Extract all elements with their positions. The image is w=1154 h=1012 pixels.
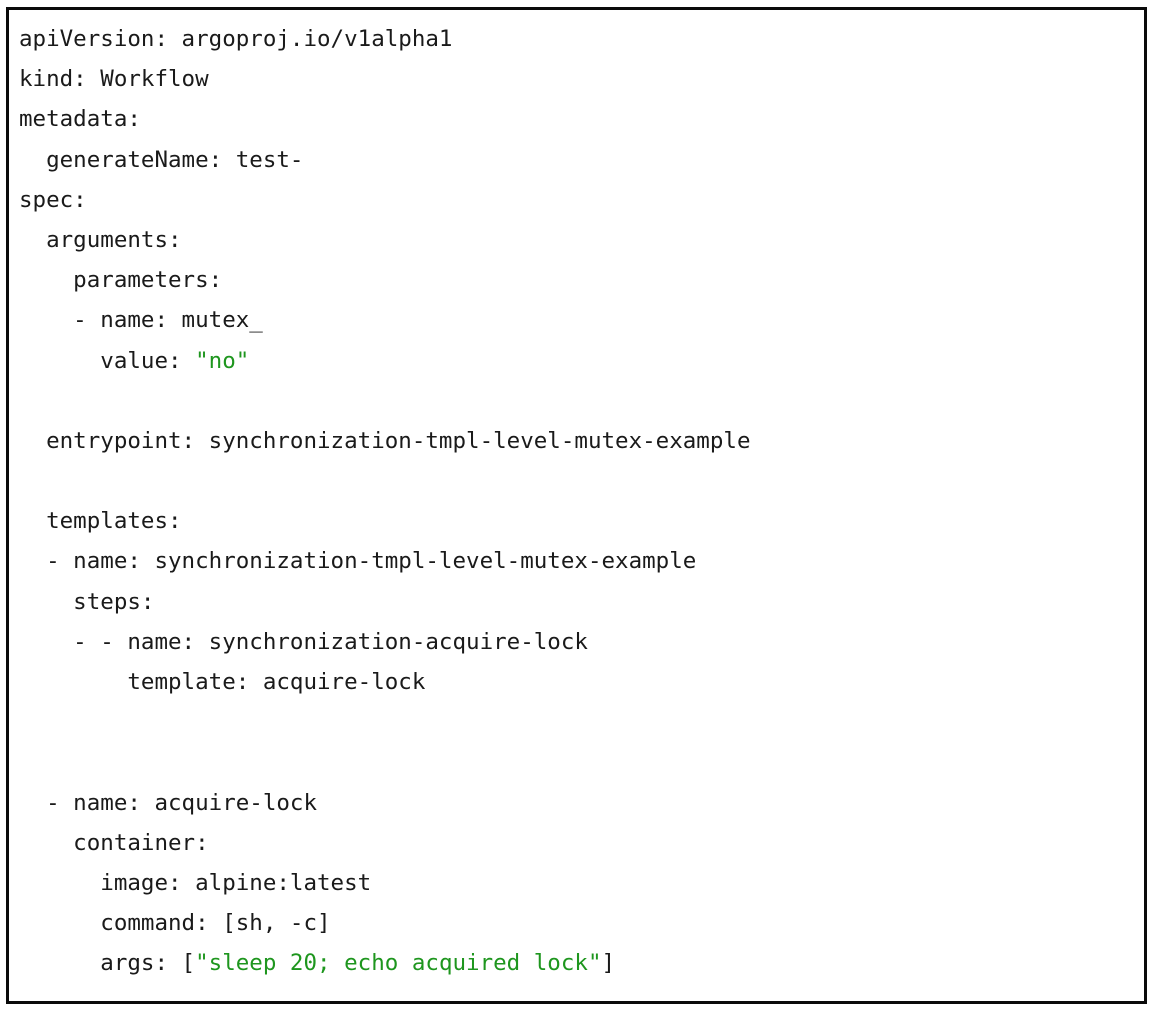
code-line: - name: mutex_ [19,300,1132,340]
yaml-text-token: kind: Workflow [19,66,209,93]
code-line: spec: [19,180,1132,220]
yaml-string-token: "sleep 20; echo acquired lock" [195,950,602,977]
code-line: entrypoint: synchronization-tmpl-level-m… [19,421,1132,461]
yaml-text-token: spec: [19,186,87,213]
yaml-text-token: - name: synchronization-tmpl-level-mutex… [19,548,697,575]
code-line: - name: synchronization-tmpl-level-mutex… [19,541,1132,581]
yaml-text-token: apiVersion: argoproj.io/v1alpha1 [19,26,453,52]
code-line: parameters: [19,260,1132,300]
yaml-text-token: generateName: test- [19,146,304,173]
code-line: arguments: [19,220,1132,260]
yaml-text-token: value: [19,347,196,374]
code-line: template: acquire-lock [19,662,1132,702]
yaml-text-token: templates: [19,508,182,535]
yaml-text-token: - name: acquire-lock [19,789,318,816]
code-line: apiVersion: argoproj.io/v1alpha1 [19,19,1132,59]
code-line: kind: Workflow [19,59,1132,99]
code-line: container: [19,823,1132,863]
code-line: steps: [19,582,1132,622]
code-line: templates: [19,501,1132,541]
code-line [19,702,1132,742]
code-line: image: alpine:latest [19,863,1132,903]
yaml-text-token: template: acquire-lock [19,669,426,695]
code-frame: apiVersion: argoproj.io/v1alpha1 kind: Wo… [6,7,1147,1004]
yaml-text-token: arguments: [19,226,182,253]
code-line: generateName: test- [19,140,1132,180]
yaml-text-token: image: alpine:latest [19,869,372,896]
yaml-string-token: "no" [195,347,250,374]
yaml-text-token: metadata: [19,106,141,133]
code-line: metadata: [19,99,1132,139]
code-line: - - name: synchronization-acquire-lock [19,622,1132,662]
yaml-text-token: parameters: [19,267,223,294]
code-line [19,461,1132,501]
code-line [19,742,1132,782]
code-line: - name: acquire-lock [19,783,1132,823]
yaml-text-token: - name: mutex_ [19,307,263,334]
code-line: value: "no" [19,341,1132,381]
yaml-text-token: entrypoint: synchronization-tmpl-level-m… [19,427,751,454]
yaml-text-token: args: [ [19,950,196,977]
code-line: command: [sh, -c] [19,903,1132,943]
yaml-text-token: command: [sh, -c] [19,910,331,937]
yaml-code-block: apiVersion: argoproj.io/v1alpha1 kind: Wo… [9,10,1144,996]
yaml-text-token: container: [19,829,209,856]
yaml-text-token: - - name: synchronization-acquire-lock [19,628,588,655]
code-line [19,381,1132,421]
yaml-text-token: steps: [19,588,155,615]
code-line: args: ["sleep 20; echo acquired lock"] [19,943,1132,983]
yaml-text-token: ] [601,950,616,977]
